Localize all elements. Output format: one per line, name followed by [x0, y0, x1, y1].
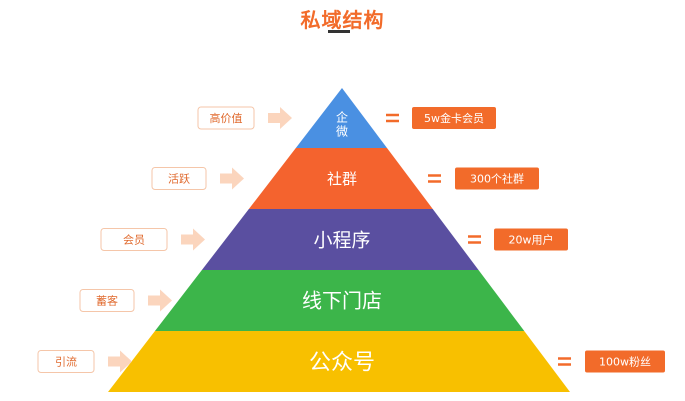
arrow-icon [148, 289, 172, 312]
pyramid-level-1 [295, 88, 387, 148]
left-tag-2: 活跃 [151, 167, 207, 190]
page-title: 私域结构 [300, 8, 385, 32]
left-tag-4: 蓄客 [79, 289, 135, 312]
svg-text:5w金卡会员: 5w金卡会员 [424, 111, 484, 125]
arrow-icon [181, 228, 205, 251]
pyramid-level-4-label: 线下门店 [302, 289, 382, 313]
pyramid-level-1-label: 企 [336, 109, 348, 124]
pyramid-level-3 [201, 209, 479, 270]
pyramid-level-4 [154, 270, 525, 331]
arrow-icon [220, 167, 244, 190]
svg-text:高价值: 高价值 [210, 111, 243, 125]
svg-text:20w用户: 20w用户 [509, 233, 554, 247]
arrow-icon [108, 350, 132, 373]
pyramid-level-3-label: 小程序 [313, 229, 370, 251]
svg-text:引流: 引流 [55, 355, 77, 369]
right-tag-2: 300个社群 [455, 167, 539, 190]
svg-text:100w粉丝: 100w粉丝 [599, 356, 651, 369]
pyramid-level-2 [248, 148, 433, 209]
pyramid-level-2-label: 社群 [327, 170, 357, 188]
equals-icon [428, 174, 441, 183]
equals-icon [558, 357, 571, 366]
right-tag-1: 5w金卡会员 [412, 107, 496, 129]
left-tag-5: 引流 [37, 350, 95, 373]
left-tag-1: 高价值 [197, 106, 255, 130]
svg-text:300个社群: 300个社群 [470, 172, 524, 186]
pyramid-level-1-label: 微 [336, 124, 348, 138]
right-tag-5: 100w粉丝 [585, 350, 665, 373]
left-tag-3: 会员 [100, 228, 168, 251]
svg-text:会员: 会员 [123, 234, 145, 247]
equals-icon [386, 113, 399, 123]
pyramid-level-5 [108, 331, 570, 392]
pyramid-level-5-label: 公众号 [309, 350, 375, 375]
equals-icon [468, 235, 481, 244]
title-underline [328, 30, 350, 33]
svg-text:蓄客: 蓄客 [96, 294, 118, 308]
arrow-icon [268, 107, 292, 129]
right-tag-3: 20w用户 [494, 228, 568, 251]
svg-text:活跃: 活跃 [168, 172, 190, 186]
